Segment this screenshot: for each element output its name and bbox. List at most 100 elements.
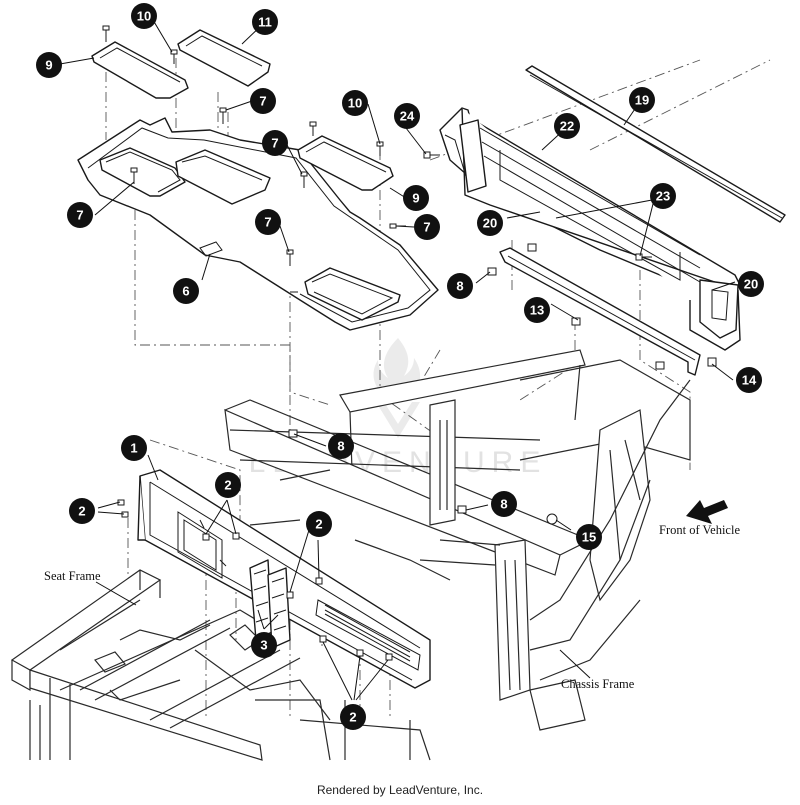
chevron-logo-icon <box>376 402 420 438</box>
bolt-10d <box>376 141 384 156</box>
callout-8c: 8 <box>491 491 517 517</box>
callout-7b: 7 <box>262 130 288 156</box>
callout-14: 14 <box>736 367 762 393</box>
seat-frame <box>10 569 431 761</box>
callout-10b: 10 <box>342 90 368 116</box>
callout-9b: 9 <box>403 185 429 211</box>
front-of-vehicle-label: Front of Vehicle <box>659 523 740 537</box>
svg-text:7: 7 <box>271 136 278 151</box>
callout-19: 19 <box>629 87 655 113</box>
svg-text:7: 7 <box>264 215 271 230</box>
callout-9a: 9 <box>36 52 62 78</box>
chassis-frame-label: Chassis Frame <box>561 677 635 691</box>
callout-7d: 7 <box>255 209 281 235</box>
svg-text:1: 1 <box>130 441 137 456</box>
svg-text:2: 2 <box>349 710 356 725</box>
callout-7a: 7 <box>250 88 276 114</box>
callout-8a: 8 <box>447 273 473 299</box>
seat-frame-label: Seat Frame <box>44 569 101 583</box>
svg-text:9: 9 <box>412 191 419 206</box>
nut-13 <box>571 317 581 326</box>
cover-plate-right <box>297 135 394 191</box>
arrow-icon <box>686 500 728 524</box>
nut-8a <box>487 267 497 276</box>
callout-20b: 20 <box>738 271 764 297</box>
nut-2h <box>356 649 364 657</box>
svg-text:8: 8 <box>500 497 507 512</box>
bolt-10a <box>102 25 110 42</box>
callout-13: 13 <box>524 297 550 323</box>
callout-20a: 20 <box>477 210 503 236</box>
callout-11: 11 <box>252 9 278 35</box>
bolt-7b <box>300 171 308 188</box>
callout-24: 24 <box>394 103 420 129</box>
cover-plate-11 <box>177 29 271 87</box>
front-panel <box>137 469 431 689</box>
svg-text:20: 20 <box>483 216 497 231</box>
nut-8c <box>288 429 298 438</box>
nut-2i <box>385 653 393 661</box>
bolt-8b <box>527 243 537 252</box>
svg-text:2: 2 <box>78 504 85 519</box>
nut-2b <box>121 511 129 518</box>
callout-2d: 2 <box>340 704 366 730</box>
nut-8d <box>457 505 467 514</box>
svg-text:14: 14 <box>742 373 757 388</box>
svg-text:20: 20 <box>744 277 758 292</box>
nut-14a <box>655 361 665 370</box>
chassis-frame <box>224 349 691 731</box>
cover-plate-left <box>91 41 189 99</box>
svg-text:7: 7 <box>259 94 266 109</box>
nut-2e <box>286 591 294 599</box>
svg-text:9: 9 <box>45 58 52 73</box>
svg-text:23: 23 <box>656 189 670 204</box>
svg-text:10: 10 <box>348 96 362 111</box>
callout-23: 23 <box>650 183 676 209</box>
bolt-10b <box>170 49 178 64</box>
bolt-10c <box>309 121 317 136</box>
svg-text:13: 13 <box>530 303 544 318</box>
callout-8b: 8 <box>328 433 354 459</box>
svg-text:3: 3 <box>260 638 267 653</box>
leader-lines <box>59 19 736 701</box>
rail-19 <box>525 65 786 223</box>
svg-text:15: 15 <box>582 530 596 545</box>
svg-text:8: 8 <box>337 439 344 454</box>
bolt-7a <box>219 107 227 124</box>
callout-3: 3 <box>251 632 277 658</box>
bolt-23 <box>635 253 652 261</box>
svg-text:2: 2 <box>224 478 231 493</box>
nut-15 <box>546 513 558 525</box>
callout-15: 15 <box>576 524 602 550</box>
svg-text:11: 11 <box>258 15 272 30</box>
nut-14b <box>707 357 717 367</box>
svg-text:24: 24 <box>400 109 415 124</box>
callouts: 9 10 11 7 10 24 19 22 7 9 7 7 7 6 20 23 … <box>36 3 764 730</box>
svg-text:6: 6 <box>182 284 189 299</box>
svg-text:2: 2 <box>315 517 322 532</box>
callout-10a: 10 <box>131 3 157 29</box>
svg-text:19: 19 <box>635 93 649 108</box>
callout-2c: 2 <box>306 511 332 537</box>
svg-text:10: 10 <box>137 9 151 24</box>
bracket-bar <box>499 247 701 376</box>
callout-7c: 7 <box>67 202 93 228</box>
callout-1: 1 <box>121 435 147 461</box>
nut-2g <box>319 635 327 643</box>
callout-7e: 7 <box>414 214 440 240</box>
bolt-24 <box>423 151 440 159</box>
front-direction-arrow <box>686 500 728 524</box>
credit-text: Rendered by LeadVenture, Inc. <box>317 783 483 797</box>
nut-2c <box>202 533 210 541</box>
callout-6: 6 <box>173 278 199 304</box>
bolt-7d <box>286 249 294 266</box>
svg-text:7: 7 <box>76 208 83 223</box>
callout-22: 22 <box>554 113 580 139</box>
callout-2a: 2 <box>69 498 95 524</box>
svg-text:8: 8 <box>456 279 463 294</box>
nut-2f <box>315 577 323 585</box>
svg-text:22: 22 <box>560 119 574 134</box>
callout-2b: 2 <box>215 472 241 498</box>
